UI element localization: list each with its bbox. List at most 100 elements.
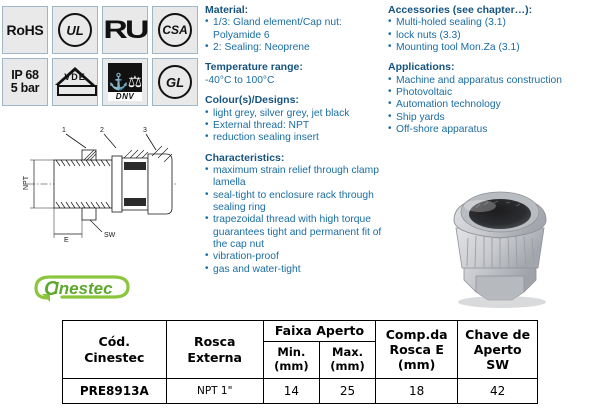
header-max-line1: Max. (332, 345, 364, 360)
list-item: External thread: NPT (205, 119, 385, 132)
curus-badge: RU (102, 6, 149, 54)
characteristics-block: Characteristics: maximum strain relief t… (205, 152, 385, 276)
right-text-column: Accessories (see chapter…): Multi-holed … (388, 4, 596, 144)
header-wrench-line1: Chave de (465, 326, 531, 342)
gl-badge-label: GL (158, 65, 192, 99)
applications-block: Applications: Machine and apparatus cons… (388, 61, 596, 136)
rohs-badge-label: RoHS (6, 21, 44, 38)
middle-text-column: Material: 1/3: Gland element/Cap nut: Po… (205, 4, 385, 283)
ip-rating-line2: 5 bar (10, 81, 40, 95)
list-item: maximum strain relief through clamp lame… (205, 164, 385, 190)
vde-badge-shape: VDE (55, 67, 97, 97)
ul-badge: UL (52, 6, 98, 54)
vde-base-bar (57, 85, 97, 96)
certification-badge-row-2: IP 68 5 bar VDE ⚓⚖ DNV GL (2, 58, 200, 106)
list-item: vibration-proof (205, 250, 385, 263)
table-header: Cód. Cinestec Rosca Externa Faixa Aperto… (62, 320, 538, 379)
header-length: Comp.da Rosca E (mm) (375, 320, 459, 379)
drawing-callout-3: 3 (143, 127, 147, 134)
header-thread-line2: Externa (187, 349, 242, 365)
certification-badges: RoHS UL RU CSA IP 68 5 bar VDE (2, 6, 200, 110)
characteristics-heading: Characteristics: (205, 151, 285, 164)
header-length-line2: Rosca E (389, 341, 444, 357)
ul-badge-label: UL (58, 13, 92, 47)
certification-badge-row-1: RoHS UL RU CSA (2, 6, 200, 54)
header-range-group: Faixa Aperto (262, 320, 377, 342)
ip-rating-badge: IP 68 5 bar (2, 58, 48, 106)
characteristics-list: maximum strain relief through clamp lame… (205, 164, 385, 276)
callout-leader-2 (103, 133, 117, 149)
callout-leader-1 (65, 133, 87, 149)
cell-wrench: 42 (457, 378, 538, 404)
list-item: Automation technology (388, 98, 596, 111)
cable-bore (469, 199, 531, 229)
material-heading: Material: (205, 4, 249, 16)
curus-badge-label: RU (103, 15, 149, 44)
rohs-badge: RoHS (2, 6, 48, 54)
cell-max: 25 (318, 378, 377, 404)
header-wrench-line3: SW (486, 357, 510, 373)
drawing-callout-1: 1 (62, 127, 66, 134)
ip-rating-line1: IP 68 (11, 67, 39, 82)
temperature-heading: Temperature range: (205, 61, 303, 74)
header-min: Min. (mm) (262, 341, 320, 379)
ip-rating-badge-text: IP 68 5 bar (10, 67, 40, 95)
list-item: lock nuts (3.3) (388, 29, 596, 42)
drawing-dim-sw: SW (104, 232, 116, 239)
header-min-line2: (mm) (274, 359, 309, 373)
cell-code: PRE8913A (62, 378, 167, 404)
header-code-line2: Cinestec (84, 349, 145, 365)
cell-thread: NPT 1" (165, 378, 264, 404)
list-item: Mounting tool Mon.Za (3.1) (388, 41, 596, 54)
list-item: 2: Sealing: Neoprene (205, 41, 385, 54)
temperature-value: -40°C to 100°C (205, 74, 275, 86)
technical-drawing: 1 2 3 NPT E SW (23, 127, 176, 244)
list-item: Photovoltaic (388, 86, 596, 99)
table-header-row-2: Min. (mm) Max. (mm) (63, 341, 538, 379)
header-max: Max. (mm) (318, 341, 377, 379)
applications-list: Machine and apparatus construction Photo… (388, 74, 596, 137)
specification-table: Cód. Cinestec Rosca Externa Faixa Aperto… (62, 320, 538, 404)
cinestec-logo: inestec C (34, 275, 130, 302)
colours-list: light grey, silver grey, jet black Exter… (205, 106, 385, 145)
material-list: 1/3: Gland element/Cap nut: Polyamide 6 … (205, 16, 385, 54)
drawing-callout-2: 2 (100, 127, 104, 134)
table-row: PRE8913A NPT 1" 14 25 18 42 (62, 378, 538, 404)
table-body: PRE8913A NPT 1" 14 25 18 42 (62, 378, 538, 404)
header-length-line1: Comp.da (385, 326, 448, 342)
vde-triangle-inner (59, 71, 91, 85)
csa-badge: CSA (152, 6, 198, 54)
colours-block: Colour(s)/Designs: light grey, silver gr… (205, 94, 385, 144)
header-thread: Rosca Externa (165, 320, 264, 379)
list-item: Off-shore apparatus (388, 123, 596, 136)
accessories-list: Multi-holed sealing (3.1) lock nuts (3.3… (388, 16, 596, 54)
table-header-row-1: Cód. Cinestec Rosca Externa Faixa Aperto… (62, 320, 538, 379)
list-item: reduction sealing insert (205, 131, 385, 144)
product-photo-cable-gland (453, 191, 547, 308)
gl-badge: GL (152, 58, 198, 106)
cell-length: 18 (375, 378, 459, 404)
header-thread-line1: Rosca (193, 334, 236, 350)
list-item: gas and water-tight (205, 263, 385, 276)
header-wrench-line2: Aperto (473, 341, 522, 357)
drawing-dim-e: E (64, 237, 69, 244)
colours-heading: Colour(s)/Designs: (205, 94, 299, 107)
list-item: Multi-holed sealing (3.1) (388, 16, 596, 29)
temperature-block: Temperature range: -40°C to 100°C (205, 61, 385, 87)
list-item: 1/3: Gland element/Cap nut: Polyamide 6 (205, 16, 385, 42)
cell-min: 14 (262, 378, 320, 404)
list-item: trapezoidal thread with high torque guar… (205, 213, 385, 251)
dnv-badge-label: DNV (108, 92, 142, 101)
csa-badge-label: CSA (158, 13, 192, 47)
drawing-dim-npt: NPT (23, 175, 30, 190)
header-wrench: Chave de Aperto SW (457, 320, 538, 379)
dnv-badge: ⚓⚖ DNV (102, 58, 148, 106)
vde-badge: VDE (52, 58, 98, 106)
vde-badge-label: VDE (64, 72, 86, 82)
dnv-badge-shape: ⚓⚖ DNV (108, 63, 142, 101)
list-item: Machine and apparatus construction (388, 74, 596, 87)
header-length-line3: (mm) (397, 357, 436, 373)
anchor-scales-icon: ⚓⚖ (108, 74, 142, 91)
list-item: light grey, silver grey, jet black (205, 106, 385, 120)
header-min-line1: Min. (277, 345, 306, 360)
